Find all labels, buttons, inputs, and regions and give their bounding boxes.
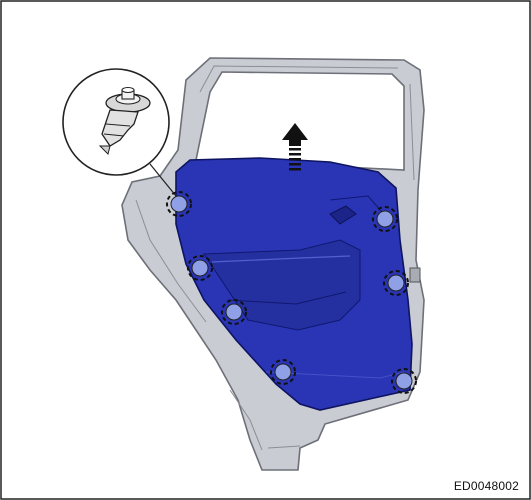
figure-code: ED0048002	[454, 479, 519, 493]
push-pin-clip-icon	[63, 69, 169, 175]
